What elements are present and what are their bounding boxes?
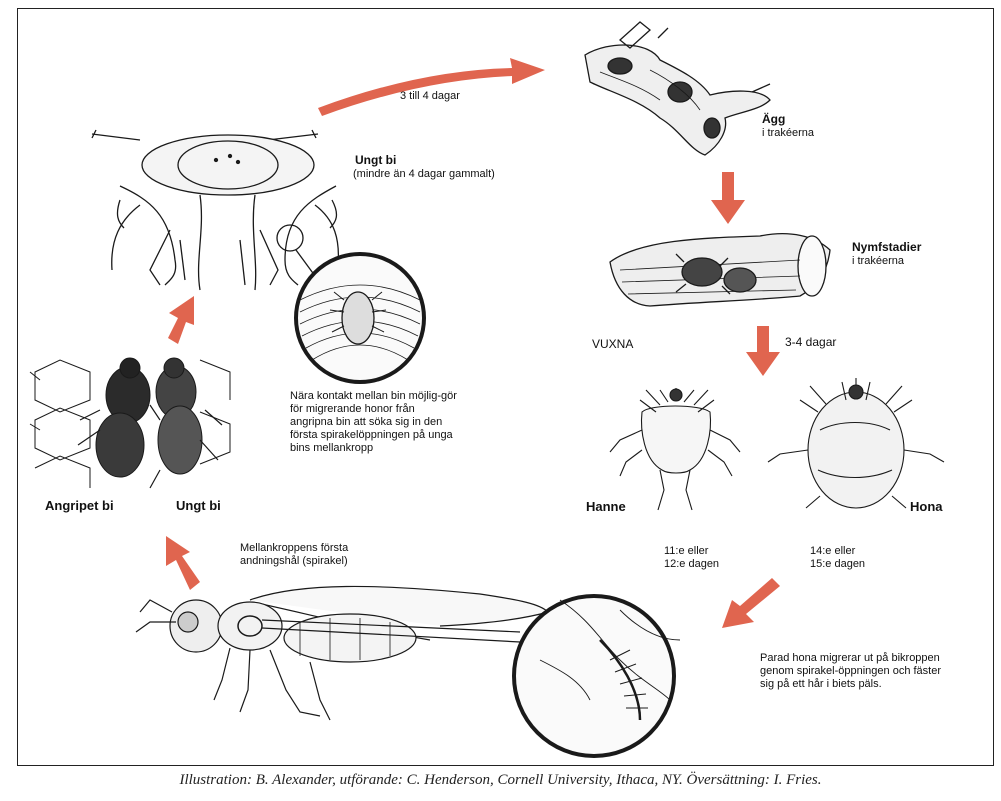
young-bee-label: Ungt bi xyxy=(176,499,221,512)
arrow-nymph-to-adults xyxy=(746,326,780,376)
adult-days-label: 3-4 dagar xyxy=(785,336,836,349)
young-bee-title: Ungt bi xyxy=(355,154,396,167)
young-bee-subtitle: (mindre än 4 dagar gammalt) xyxy=(353,168,495,181)
adults-label: VUXNA xyxy=(592,338,633,351)
days-3-4-label: 3 till 4 dagar xyxy=(400,90,460,103)
arrow-to-infested-bee xyxy=(166,536,200,590)
arrow-to-egg xyxy=(318,58,545,116)
egg-trachea-illustration xyxy=(585,22,770,155)
female-days-line-2: 15:e dagen xyxy=(810,558,865,571)
male-mite-illustration xyxy=(610,388,740,510)
arrow-to-young-bee xyxy=(168,296,194,344)
spiracle-label-line-2: andningshål (spirakel) xyxy=(240,555,348,568)
male-label: Hanne xyxy=(586,500,626,513)
contact-explanation: Nära kontakt mellan bin möjlig-gör för m… xyxy=(290,390,458,455)
nymph-title: Nymfstadier xyxy=(852,241,921,254)
nymph-subtitle: i trakéerna xyxy=(852,255,904,268)
infested-bee-label: Angripet bi xyxy=(45,499,114,512)
spiracle-label-line-1: Mellankroppens första xyxy=(240,542,348,555)
female-label: Hona xyxy=(910,500,943,513)
male-days-line-2: 12:e dagen xyxy=(664,558,719,571)
young-bee-thorax-illustration xyxy=(92,130,338,290)
male-days-line-1: 11:e eller xyxy=(664,545,708,558)
nymph-trachea-illustration xyxy=(610,234,830,306)
arrow-egg-to-nymph xyxy=(711,172,745,224)
bees-on-comb-illustration xyxy=(30,358,230,488)
egg-subtitle: i trakéerna xyxy=(762,127,814,140)
female-days-line-1: 14:e eller xyxy=(810,545,855,558)
arrow-to-mated-female xyxy=(722,578,780,628)
illustration-credit: Illustration: B. Alexander, utförande: C… xyxy=(0,772,1001,789)
adult-bee-illustration xyxy=(136,586,548,720)
egg-title: Ägg xyxy=(762,113,785,126)
mated-female-explanation: Parad hona migrerar ut på bikroppen geno… xyxy=(760,652,950,691)
female-mite-illustration xyxy=(768,378,944,508)
spiracle-magnified-circle xyxy=(296,254,424,382)
mated-female-magnified-circle xyxy=(514,596,680,756)
